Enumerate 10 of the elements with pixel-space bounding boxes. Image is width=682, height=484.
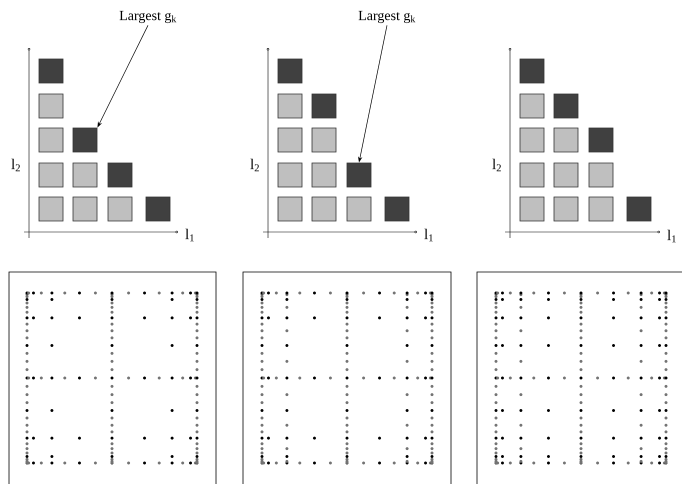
- highlighted-square: [346, 162, 372, 188]
- highlighted-square: [72, 128, 98, 152]
- callout-text: Largest g$_{k}$: [358, 10, 416, 24]
- axis-label: l$_{2}$: [250, 158, 259, 172]
- axis-label: l$_{1}$: [667, 230, 676, 242]
- axis-label: l$_{1}$: [424, 228, 433, 242]
- callout-text: Largest g$_{k}$: [120, 10, 176, 24]
- axis-label: l$_{2}$: [492, 158, 501, 172]
- axis-label: l$_{2}$: [11, 158, 20, 172]
- axis-label: l$_{1}$: [185, 228, 194, 242]
